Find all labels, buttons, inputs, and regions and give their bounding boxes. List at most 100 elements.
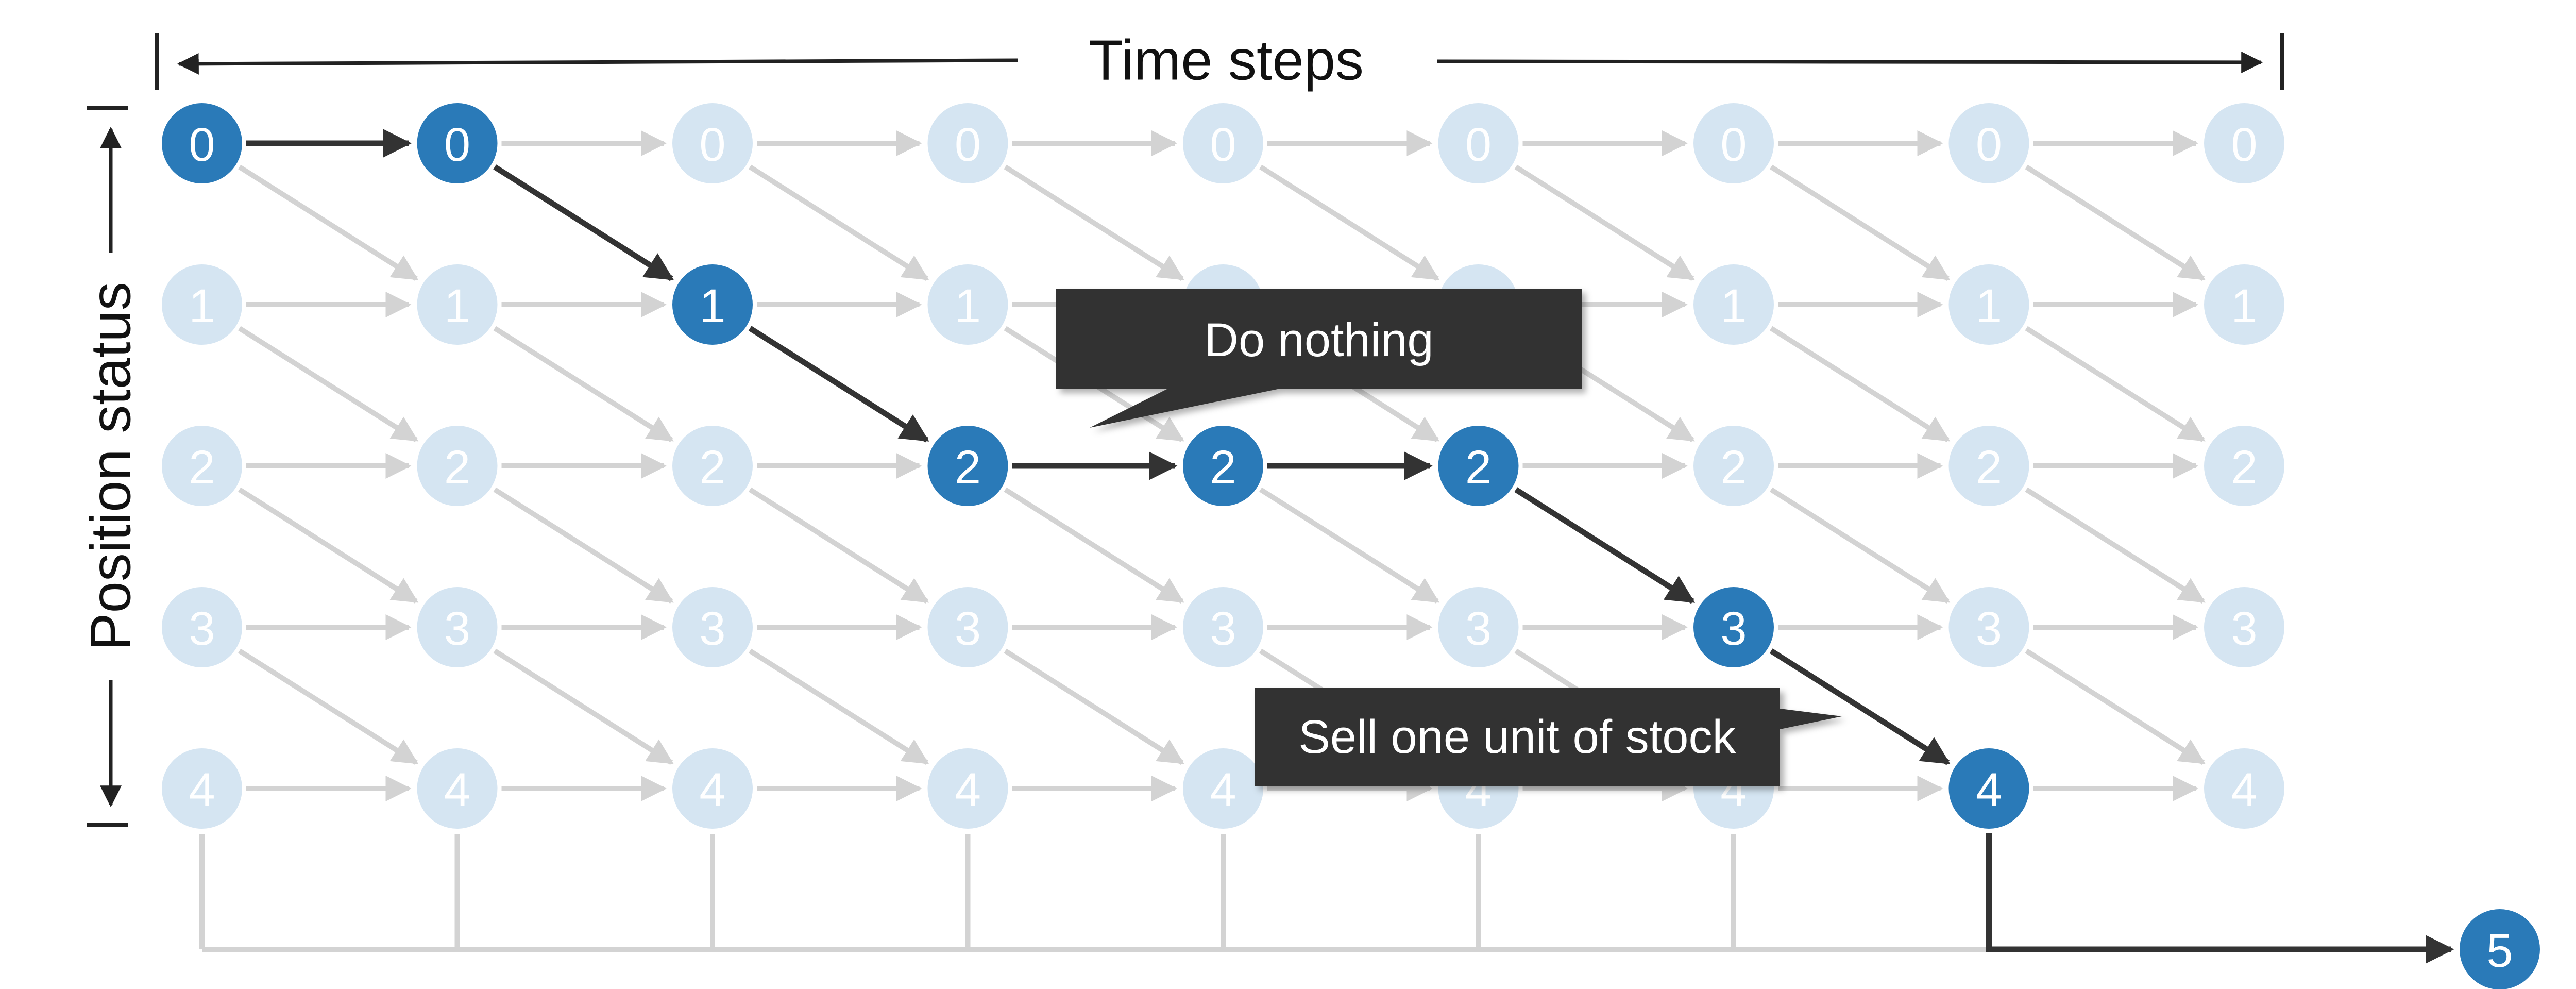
node-label: 0 <box>699 119 725 171</box>
active-edge <box>493 164 674 281</box>
node-label: 1 <box>1720 280 1747 332</box>
edge <box>2025 648 2206 765</box>
time-axis: Time steps <box>155 29 2284 92</box>
node-label: 4 <box>1210 764 1236 816</box>
edge <box>749 164 929 281</box>
edge <box>238 164 419 281</box>
node-label: 2 <box>955 441 981 494</box>
node-label: 4 <box>189 764 215 816</box>
edge <box>493 648 674 765</box>
edge <box>2025 326 2206 443</box>
active-edge <box>748 326 929 443</box>
node-label: 1 <box>699 280 725 332</box>
callout-do-nothing-text: Do nothing <box>1205 314 1434 366</box>
node-label: 0 <box>1210 119 1236 171</box>
state-node: 0 <box>672 103 753 183</box>
edge <box>238 326 419 443</box>
active-state-node: 2 <box>1183 426 1263 506</box>
state-node: 0 <box>927 103 1008 183</box>
node-label: 0 <box>2231 119 2257 171</box>
node-label: 5 <box>2486 925 2513 977</box>
callout-do-nothing <box>1056 289 1582 428</box>
edge <box>749 648 929 765</box>
terminal-node: 5 <box>2460 909 2540 989</box>
node-label: 2 <box>2231 441 2257 494</box>
edge <box>1004 164 1184 281</box>
node-label: 0 <box>1976 119 2002 171</box>
edge <box>238 648 419 765</box>
edge <box>238 487 419 604</box>
node-label: 3 <box>189 602 215 655</box>
active-state-node: 4 <box>1948 748 2029 829</box>
node-label: 2 <box>189 441 215 494</box>
node-label: 3 <box>2231 602 2257 655</box>
state-node: 3 <box>1438 587 1519 667</box>
node-label: 2 <box>699 441 725 494</box>
node-label: 4 <box>2231 764 2257 816</box>
state-node: 4 <box>162 748 242 829</box>
edge <box>749 487 929 604</box>
edge <box>493 487 674 604</box>
lattice-nodes: 0123401234012340123401234012340123401234… <box>162 103 2540 989</box>
state-node: 4 <box>2204 748 2284 829</box>
edge <box>1004 487 1184 604</box>
node-label: 3 <box>1976 602 2002 655</box>
state-node: 0 <box>1183 103 1263 183</box>
node-label: 1 <box>955 280 981 332</box>
callout-sell-text: Sell one unit of stock <box>1299 711 1737 763</box>
edge <box>2025 487 2206 604</box>
state-node: 0 <box>1948 103 2029 183</box>
state-node: 4 <box>417 748 498 829</box>
active-state-node: 0 <box>417 103 498 183</box>
state-node: 3 <box>2204 587 2284 667</box>
active-edge <box>1769 648 1951 765</box>
node-label: 1 <box>2231 280 2257 332</box>
node-label: 2 <box>444 441 470 494</box>
active-state-node: 1 <box>672 264 753 345</box>
position-axis: Position status <box>79 106 143 827</box>
state-node: 2 <box>672 426 753 506</box>
time-axis-left-arrow <box>177 53 1018 75</box>
active-state-node: 3 <box>1693 587 1774 667</box>
edge <box>1514 164 1695 281</box>
node-label: 3 <box>1465 602 1492 655</box>
state-node: 0 <box>1438 103 1519 183</box>
node-label: 3 <box>1720 602 1747 655</box>
node-label: 2 <box>1465 441 1492 494</box>
state-node: 3 <box>162 587 242 667</box>
node-label: 3 <box>955 602 981 655</box>
node-label: 2 <box>1720 441 1747 494</box>
state-node: 2 <box>1948 426 2029 506</box>
state-node: 4 <box>672 748 753 829</box>
edge <box>1770 326 1951 443</box>
state-node: 0 <box>1693 103 1774 183</box>
active-edge <box>1514 487 1696 604</box>
active-terminal-edge <box>1986 833 2454 964</box>
edge <box>1770 487 1951 604</box>
edge <box>1770 164 1951 281</box>
state-node: 1 <box>927 264 1008 345</box>
node-label: 0 <box>1465 119 1492 171</box>
state-node: 2 <box>162 426 242 506</box>
active-state-node: 2 <box>927 426 1008 506</box>
position-axis-label: Position status <box>79 282 143 650</box>
state-node: 1 <box>1948 264 2029 345</box>
node-label: 1 <box>189 280 215 332</box>
node-label: 1 <box>1976 280 2002 332</box>
state-node: 3 <box>1948 587 2029 667</box>
node-label: 4 <box>955 764 981 816</box>
node-label: 4 <box>699 764 725 816</box>
edge <box>2025 164 2206 281</box>
state-node: 4 <box>927 748 1008 829</box>
state-node: 2 <box>1693 426 1774 506</box>
edge <box>493 326 674 443</box>
state-node: 1 <box>1693 264 1774 345</box>
state-node: 2 <box>2204 426 2284 506</box>
edge <box>1259 164 1440 281</box>
node-label: 0 <box>1720 119 1747 171</box>
state-node: 3 <box>927 587 1008 667</box>
edge <box>1259 487 1440 604</box>
active-state-node: 2 <box>1438 426 1519 506</box>
node-label: 4 <box>444 764 470 816</box>
